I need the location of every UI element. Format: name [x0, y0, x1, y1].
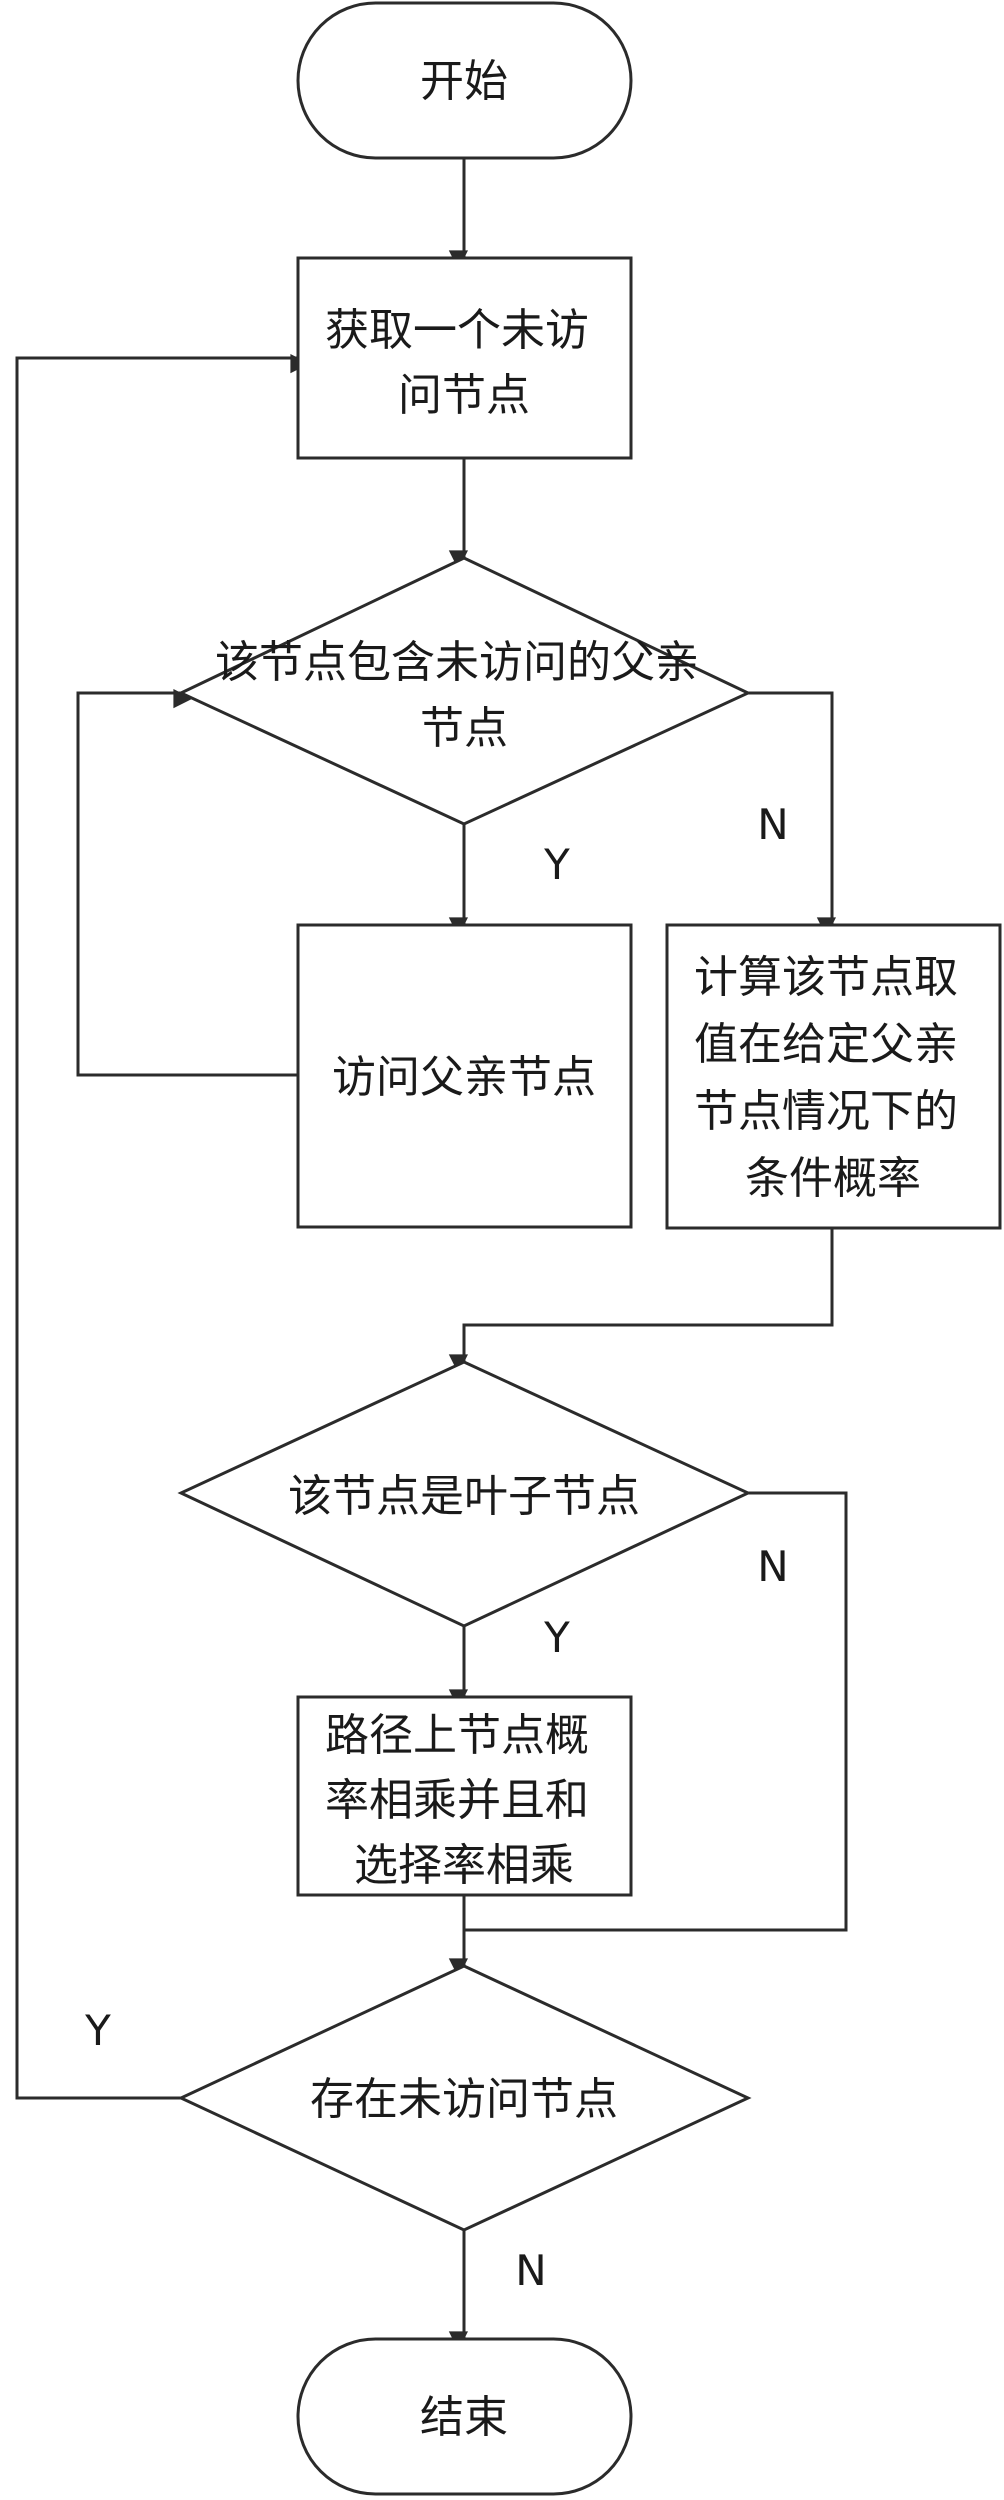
exists-unvisited-decision — [177, 1964, 752, 2232]
edge-leaf-no — [464, 1491, 848, 1932]
exists-yes-label: Y — [84, 2006, 111, 2055]
start-node — [296, 1, 633, 160]
exists-no-label: N — [515, 2246, 546, 2295]
has-unvisited-parent-decision — [177, 556, 752, 826]
parent-no-label: N — [757, 800, 788, 849]
leaf-no-label: N — [757, 1542, 788, 1591]
get-unvisited-node — [296, 256, 633, 460]
leaf-yes-label: Y — [543, 1613, 570, 1662]
get-unvisited-label: 获取一个未访 问节点 — [325, 305, 603, 421]
edge-exists-yes-loop — [15, 354, 310, 2100]
is-leaf-decision — [177, 1360, 752, 1628]
end-label: 结束 — [420, 2392, 508, 2443]
end-node — [296, 2337, 633, 2496]
edge-labels: Y N Y N Y N — [84, 800, 789, 2295]
edge-visit-parent-loop — [76, 689, 298, 1077]
compute-probability-label: 计算该节点取 值在给定父亲 节点情况下的 条件概率 — [694, 952, 972, 1204]
is-leaf-label: 该节点是叶子节点 — [288, 1471, 640, 1522]
parent-yes-label: Y — [543, 840, 570, 889]
edge-compute-to-leaf-check — [448, 1228, 834, 1374]
node-labels: 开始 获取一个未访 问节点 该节点包含未访问的父亲 节点 访问父亲节点 计算该节… — [215, 56, 972, 2443]
edges — [15, 158, 848, 2351]
visit-parent-node — [296, 923, 633, 1229]
start-label: 开始 — [420, 56, 508, 107]
exists-unvisited-label: 存在未访问节点 — [310, 2074, 618, 2125]
multiply-probability-label: 路径上节点概 率相乘并且和 选择率相乘 — [325, 1710, 603, 1891]
has-unvisited-parent-label: 该节点包含未访问的父亲 节点 — [215, 637, 713, 754]
multiply-probability-node — [296, 1695, 633, 1897]
visit-parent-label: 访问父亲节点 — [332, 1052, 596, 1103]
nodes — [177, 1, 1002, 2496]
compute-probability-node — [665, 923, 1002, 1230]
edge-parent-no — [748, 691, 836, 937]
